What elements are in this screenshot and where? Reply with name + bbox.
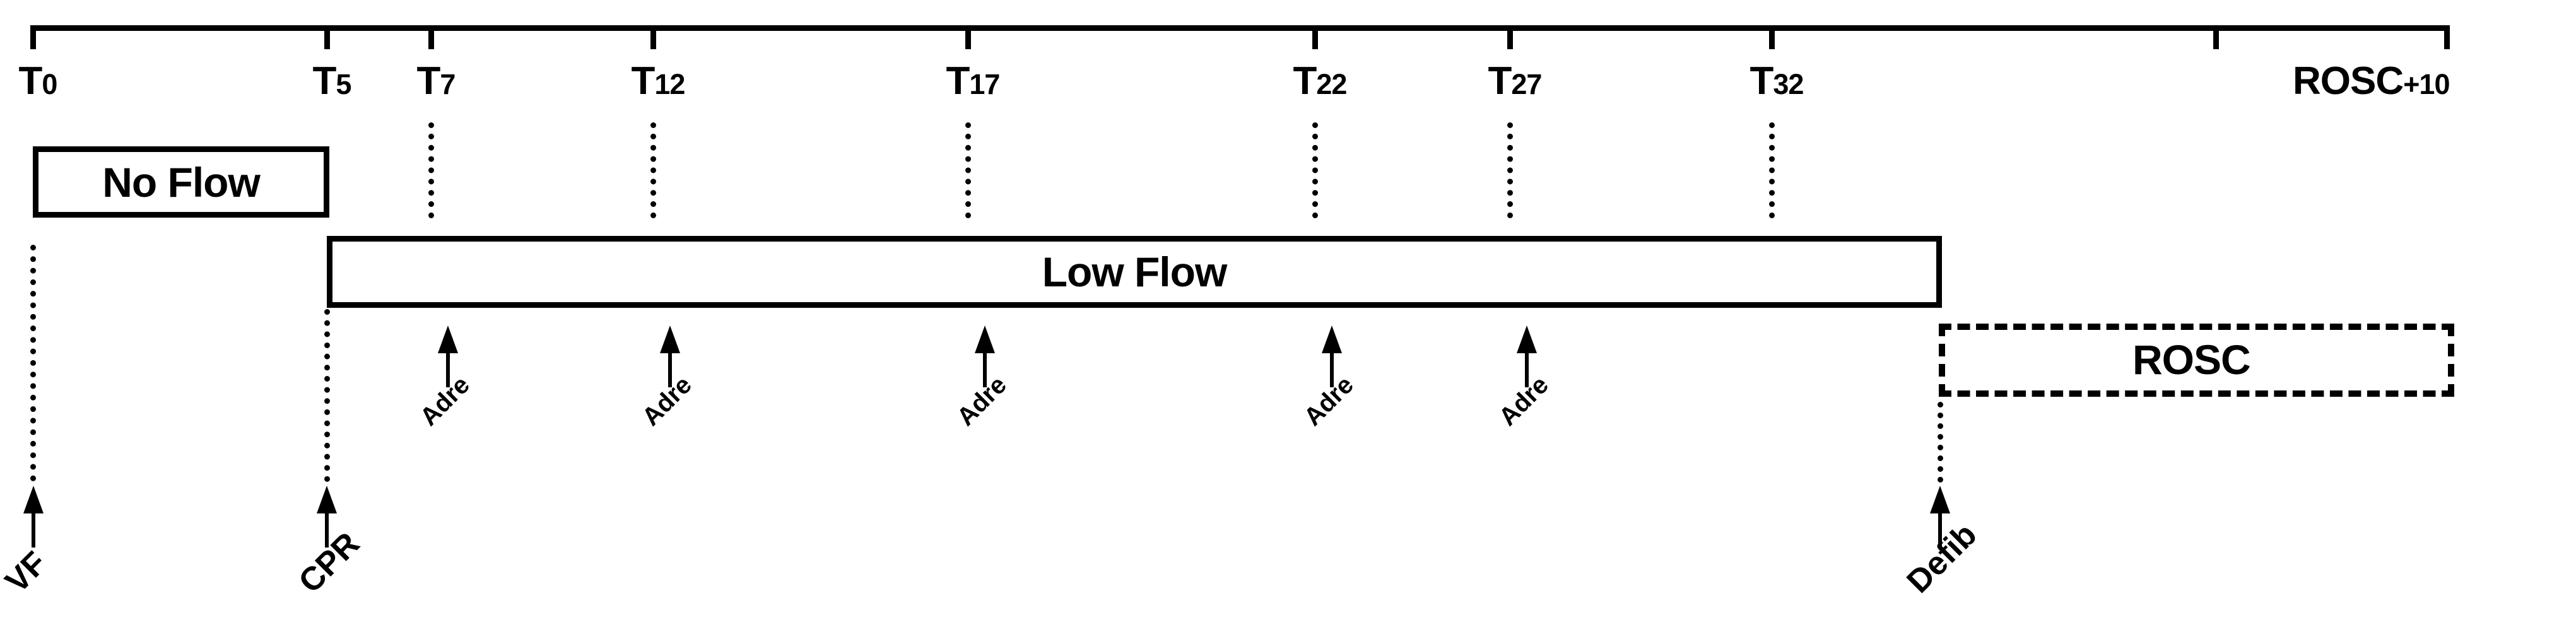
axis-tick-unnamed [2213, 25, 2219, 49]
tick-label-t5: T5 [312, 59, 352, 103]
phase-box-low-flow: Low Flow [327, 236, 1942, 308]
arrow-shaft [668, 344, 672, 387]
tick-label-main: T [1488, 59, 1512, 103]
guide-t32 [1769, 122, 1775, 218]
arrow-shaft [1525, 344, 1529, 387]
arrow-shaft [1330, 344, 1334, 387]
tick-label-main: T [1750, 59, 1774, 103]
tick-label-main: T [946, 59, 970, 103]
tick-label-subscript: 0 [42, 68, 57, 100]
event-label-adre-3: Adre [951, 370, 1013, 431]
tick-label-subscript: 12 [654, 68, 685, 100]
tick-label-subscript: 17 [969, 68, 1000, 100]
phase-label-low-flow: Low Flow [1042, 249, 1228, 295]
tick-label-main: T [312, 59, 337, 103]
tick-label-t17: T17 [946, 59, 1001, 103]
arrow-shaft [983, 344, 987, 387]
tick-label-t32: T32 [1750, 62, 1804, 101]
event-label-adre-5: Adre [1493, 370, 1555, 431]
phase-box-no-flow: No Flow [33, 146, 329, 218]
axis-tick-t22 [1312, 25, 1318, 49]
arrow-shaft [1938, 505, 1942, 548]
axis-baseline [30, 25, 2448, 31]
event-label-adre-2: Adre [637, 370, 698, 431]
axis-tick-t12 [650, 25, 656, 49]
tick-label-t27: T27 [1488, 59, 1543, 103]
phase-label-rosc: ROSC [2126, 339, 2257, 380]
event-label-cpr: CPR [291, 525, 367, 601]
tick-label-subscript: 7 [440, 68, 456, 100]
tick-label-t12: T12 [631, 59, 686, 103]
phase-label-no-flow: No Flow [102, 158, 261, 206]
tick-label-rosc10: ROSC+10 [2293, 59, 2450, 103]
axis-tick-t17 [965, 25, 971, 49]
guide-t7 [428, 122, 434, 218]
guide-t5 [324, 309, 330, 482]
tick-label-t22: T22 [1293, 59, 1348, 103]
tick-label-subscript: 5 [336, 68, 351, 100]
tick-label-subscript: 22 [1316, 68, 1347, 100]
tick-label-subscript: 32 [1773, 68, 1804, 100]
event-label-adre-1: Adre [415, 370, 476, 431]
axis-tick-rosc10 [2444, 25, 2450, 49]
tick-label-main: ROSC [2293, 59, 2404, 103]
tick-label-subscript: +10 [2403, 68, 2450, 100]
event-label-adre-4: Adre [1298, 370, 1360, 431]
guide-t22 [1312, 122, 1318, 218]
axis-tick-t5 [324, 25, 330, 49]
axis-tick-t32 [1769, 25, 1775, 49]
axis-tick-t7 [428, 25, 434, 49]
guide-t0 [30, 245, 36, 481]
arrow-shaft [325, 505, 329, 548]
guide-t17 [965, 122, 971, 218]
tick-label-t7: T7 [417, 62, 456, 101]
arrow-shaft [446, 344, 450, 387]
phase-box-rosc: ROSC [1939, 324, 2454, 397]
guide-t27 [1507, 122, 1513, 218]
tick-label-main: T [1293, 59, 1317, 103]
tick-label-subscript: 27 [1511, 68, 1542, 100]
axis-tick-t0 [30, 25, 36, 49]
tick-label-main: T [631, 59, 656, 103]
tick-label-main: T [18, 59, 43, 103]
guide-defib [1938, 402, 1943, 483]
axis-tick-t27 [1507, 25, 1513, 49]
guide-t12 [650, 122, 656, 218]
tick-label-main: T [416, 59, 441, 103]
event-label-vf: VF [0, 544, 54, 601]
tick-label-t0: T0 [18, 59, 58, 103]
arrow-shaft [32, 505, 35, 548]
